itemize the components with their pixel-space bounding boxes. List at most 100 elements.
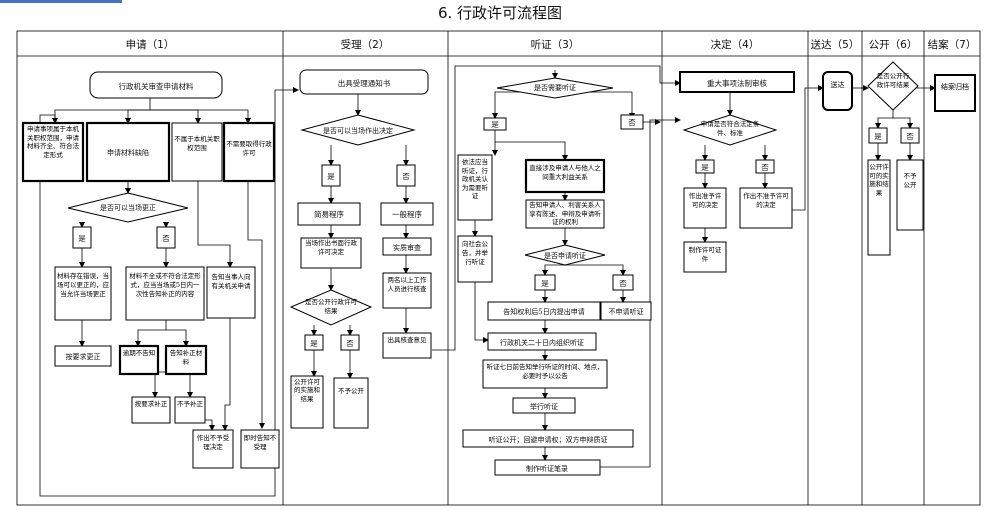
- page-title: 6. 行政许可流程图: [437, 4, 563, 22]
- label-yes-c2: [534, 274, 556, 291]
- label-yes-f1-text: 是: [874, 132, 882, 141]
- decision-publish-result-f: [867, 61, 919, 111]
- decision-decide-onsite-text: 是否可以当场作出决定: [323, 126, 393, 135]
- node-overdue-text: 逾期不告知: [122, 349, 156, 357]
- node-general-procedure-text: 一般程序: [392, 209, 422, 219]
- column-header-accept: 受理（2）: [341, 39, 390, 51]
- decision-need-hearing: [496, 77, 614, 99]
- column-header-hearing: 听证（3）: [531, 39, 580, 51]
- node-inform-rights-text: 告知申请人、利害关系人享有陈述、申辩及申请听证的权利: [529, 201, 601, 226]
- node-hearing-record: [494, 459, 601, 476]
- node-no-publish-f: [896, 159, 924, 231]
- node-reject-decision-text: 作出不予受理决定: [196, 434, 230, 451]
- label-no-f1-text: 否: [906, 132, 914, 141]
- node-substantive-review-text: 实质审查: [393, 243, 421, 252]
- node-notify-7-days-text: 听证七日前告知举行听证的时间、地点，必要时予以公告: [486, 363, 604, 380]
- node-publish-f: [867, 159, 891, 256]
- node-deny-decision: [739, 187, 793, 229]
- node-start-review: [89, 71, 223, 99]
- decision-publish-result-b: [289, 289, 373, 326]
- node-onsite-decision: [300, 237, 362, 269]
- node-supplement-as-required: [131, 396, 171, 424]
- node-no-supplement-text: 不予补正: [177, 400, 203, 408]
- node-publish-b-text: 公开许可的实施和结果: [294, 378, 320, 403]
- node-hearing-open: [462, 429, 634, 448]
- node-legal-hearing-text: 依法应当听证，行政机关认为需要听证: [462, 158, 488, 200]
- node-two-staff-check: [382, 272, 432, 309]
- node-close-archive-text: 结案归档: [941, 83, 969, 91]
- node-grant-decision: [683, 187, 727, 229]
- node-notify-supplement: [164, 344, 208, 376]
- label-no-b2-text: 否: [346, 339, 354, 348]
- label-no-a1-text: 否: [162, 234, 170, 243]
- label-yes-c1: [483, 117, 507, 131]
- node-make-certificate: [683, 241, 727, 273]
- decision-correct-onsite: [67, 192, 189, 223]
- node-make-certificate-text: 制作许可证件: [688, 246, 722, 263]
- node-close-archive: [934, 74, 976, 112]
- column-headers: 申请（1） 受理（2） 听证（3） 决定（4） 送达（5） 公开（6） 结案（7…: [126, 38, 977, 51]
- node-start-review-text: 行政机关审查申请材料: [119, 81, 194, 91]
- node-notify-7-days: [482, 359, 608, 389]
- label-yes-d1-text: 是: [701, 163, 709, 172]
- label-no-c2-text: 否: [619, 279, 627, 288]
- label-no-b1-text: 否: [402, 172, 410, 181]
- node-no-supplement: [174, 396, 206, 424]
- node-correct-onsite-text: 材料存在错误，当场可以更正的，应当允许当场更正: [57, 272, 109, 298]
- node-legal-review-text: 重大事项法制审核: [707, 78, 767, 88]
- node-tell-other-agency: [206, 266, 256, 319]
- node-apply-5-days: [487, 301, 601, 321]
- node-deliver-text: 送达: [830, 81, 845, 89]
- decision-decide-onsite: [300, 114, 416, 146]
- label-yes-b2: [304, 334, 324, 351]
- node-no-hearing: [600, 301, 652, 321]
- node-public-announce-text: 向社会公告，并举行听证: [462, 240, 488, 266]
- node-instant-reject: [240, 429, 280, 469]
- decision-meets-conditions: [682, 114, 778, 146]
- label-yes-b1: [321, 164, 341, 187]
- node-no-hearing-text: 不申请听证: [609, 307, 644, 316]
- label-yes-b2-text: 是: [310, 339, 318, 348]
- node-out-of-scope: [171, 122, 223, 182]
- decision-publish-result-f-text: 是否公开行政许可结果: [876, 72, 910, 89]
- node-organize-20-days: [487, 332, 597, 351]
- decision-correct-onsite-text: 是否可以当场更正: [100, 203, 156, 212]
- node-check-opinion: [382, 332, 432, 359]
- label-yes-d1: [695, 159, 715, 174]
- node-general-procedure: [380, 202, 434, 226]
- node-hearing-record-text: 制作听证笔录: [526, 464, 568, 473]
- node-simple-procedure: [297, 202, 361, 226]
- label-no-c2: [612, 274, 634, 291]
- node-no-publish-b-text: 不予公开: [338, 387, 364, 395]
- label-no-d1: [755, 159, 775, 174]
- node-correct-onsite: [54, 266, 112, 321]
- nodes: 行政机关审查申请材料 申请事项属于本机关职权范围，申请材料齐全、符合法定形式 申…: [21, 61, 976, 476]
- node-check-opinion-text: 出具核查意见: [387, 336, 427, 344]
- node-onsite-decision-text: 当场作出书面行政许可决定: [305, 239, 357, 256]
- node-publish-b: [290, 375, 324, 429]
- node-correct-as-required-text: 按要求更正: [66, 352, 101, 361]
- node-incomplete: [125, 266, 205, 321]
- node-defective-text: 申请材料缺陷: [107, 148, 149, 157]
- node-in-scope-text: 申请事项属于本机关职权范围，申请材料齐全、符合法定形式: [27, 125, 79, 159]
- label-no-b2: [340, 334, 360, 351]
- node-defective: [85, 121, 171, 183]
- label-yes-a1: [72, 226, 92, 249]
- node-hold-hearing: [512, 397, 576, 414]
- decision-apply-hearing: [524, 244, 606, 266]
- node-publish-f-text: 公开许可的实施和结果: [869, 163, 889, 197]
- node-major-interest: [524, 158, 606, 194]
- node-correct-as-required: [54, 345, 112, 367]
- node-major-interest-text: 直接涉及申请人与他人之间重大利益关系: [529, 164, 601, 181]
- column-header-publish: 公开（6）: [869, 39, 918, 51]
- node-overdue: [118, 344, 160, 376]
- node-simple-procedure-text: 简易程序: [314, 209, 344, 219]
- node-incomplete-text: 材料不全或不符合法定形式，应当当场或5日内一次性告知补正的内容: [129, 272, 201, 298]
- node-no-publish-f-text: 不予公开: [903, 172, 917, 189]
- node-grant-decision-text: 作出准予许可的决定: [688, 192, 722, 209]
- node-organize-20-days-text: 行政机关二十日内组织听证: [500, 338, 584, 347]
- node-out-of-scope-text: 不属于本机关职权范围: [174, 135, 220, 152]
- node-legal-hearing: [457, 154, 493, 221]
- column-header-deliver: 送达（5）: [811, 38, 860, 51]
